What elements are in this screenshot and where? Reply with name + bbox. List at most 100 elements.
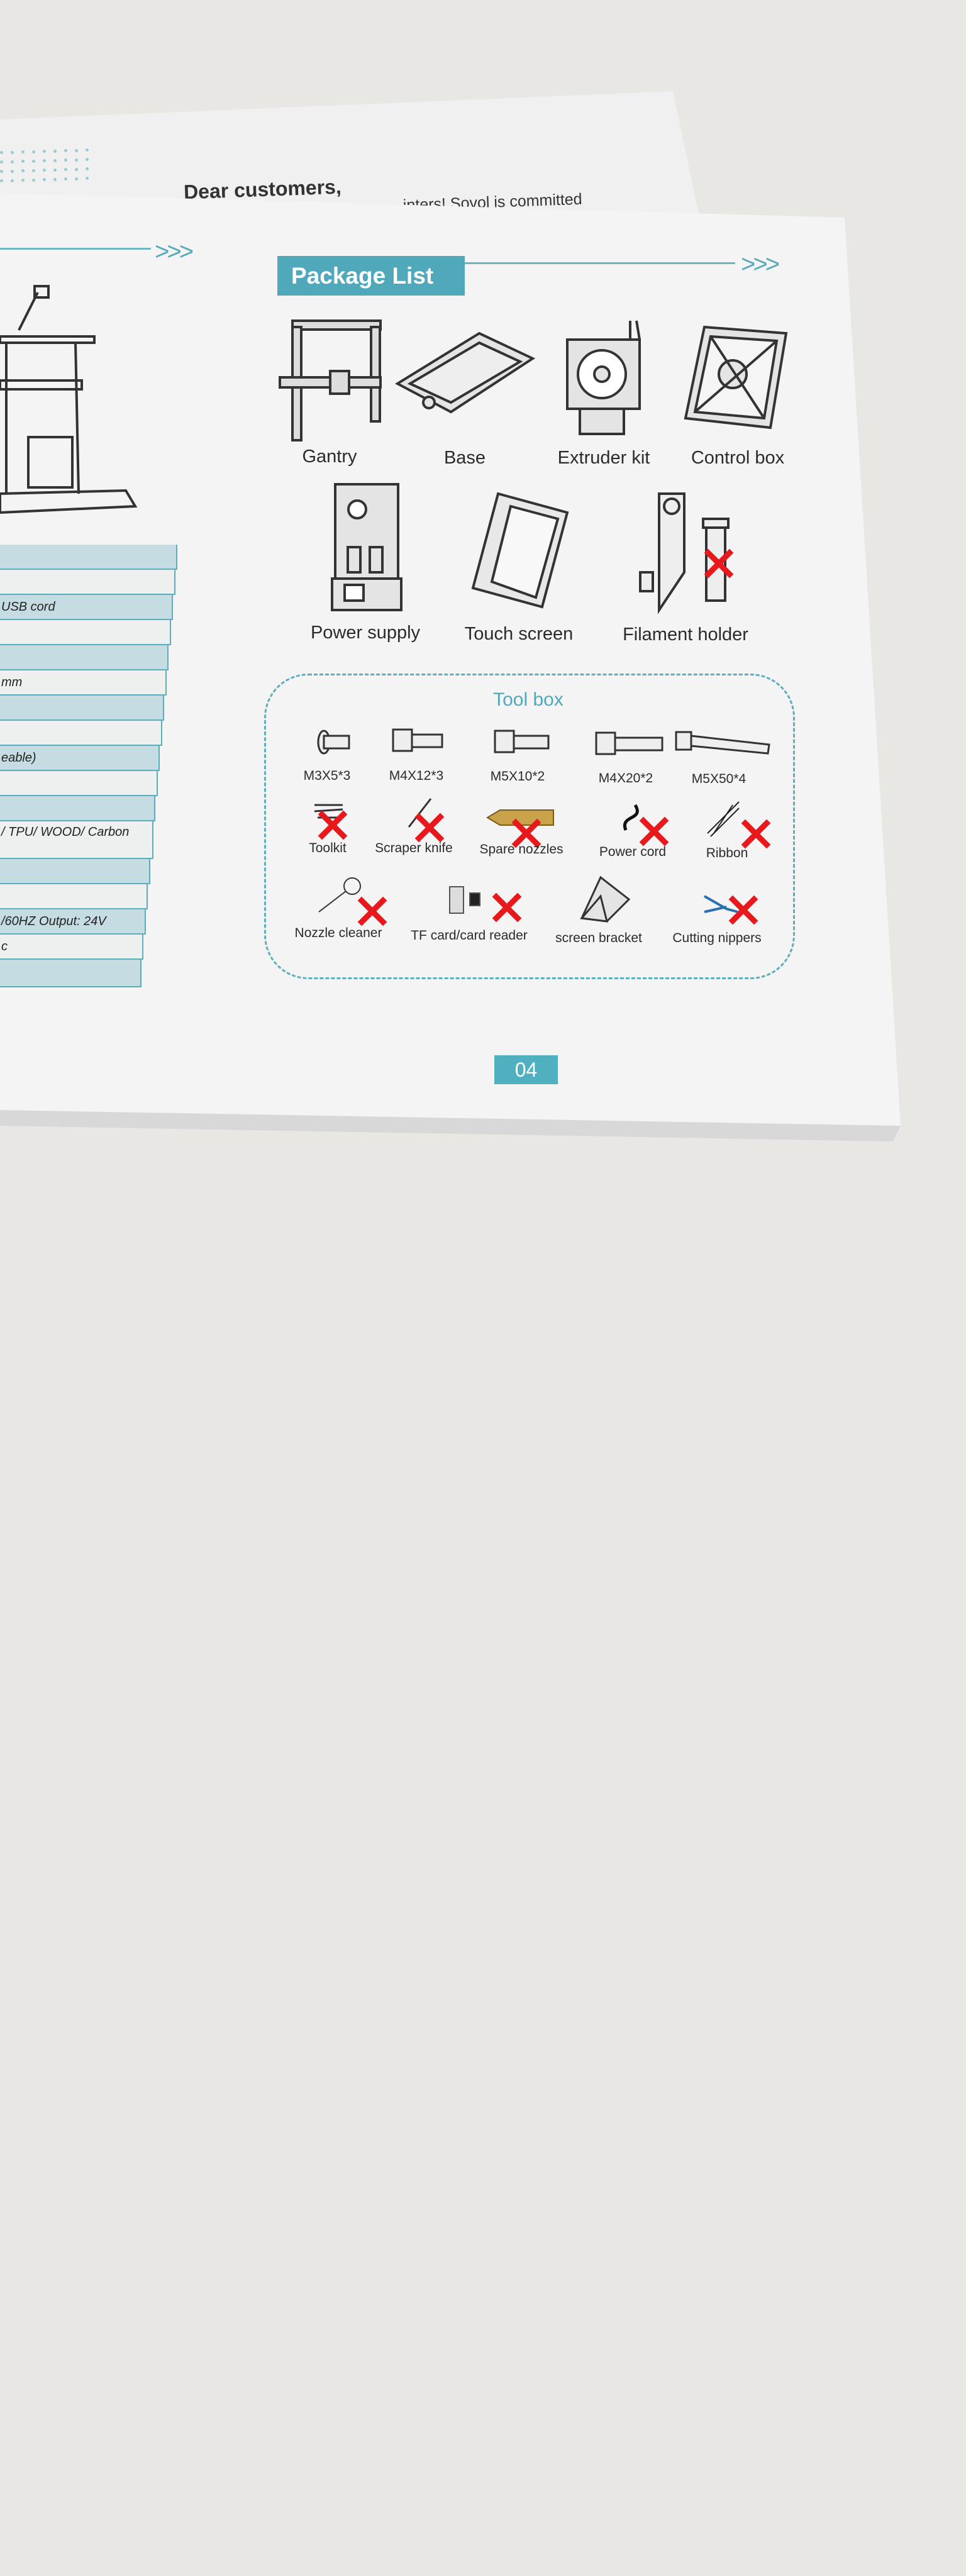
power-supply-icon (331, 483, 402, 611)
screw-m5x50-icon (675, 731, 770, 755)
screw-m3x5-icon (317, 730, 350, 755)
page-number: 04 (494, 1055, 558, 1084)
cross-mark-icon (414, 813, 445, 843)
cross-mark-icon (728, 895, 758, 925)
dot (64, 149, 67, 152)
screen-bracket-icon (580, 875, 631, 923)
dot (75, 158, 78, 162)
dot (53, 168, 57, 172)
spec-table-row (0, 796, 156, 821)
header-line (465, 262, 735, 264)
dot (21, 179, 25, 182)
spec-table-row (0, 645, 169, 670)
back-page: Dear customers, ...inters! Sovol is comm… (0, 91, 699, 217)
spec-table-row (0, 721, 162, 746)
cross-mark-shape (357, 896, 387, 926)
cross-mark-shape (639, 816, 669, 847)
cross-mark-icon (704, 548, 734, 579)
nozzle-cleaner-icon (318, 877, 361, 913)
header-arrows: >>> (741, 250, 780, 278)
tool-label: Nozzle cleaner (294, 926, 382, 940)
spec-table-row (0, 570, 175, 595)
tool-label: Toolkit (309, 841, 347, 855)
filament-holder-icon (639, 492, 686, 614)
left-header-line (0, 248, 151, 250)
tool-label: Power cord (599, 845, 667, 859)
dot (32, 169, 35, 172)
cross-mark-shape (318, 810, 348, 840)
dot (75, 167, 78, 171)
scraper-knife-icon (408, 798, 432, 828)
dot (0, 160, 3, 164)
dot (0, 151, 3, 154)
dot (43, 178, 46, 181)
spec-table-row: USB cord (0, 595, 174, 620)
dot (53, 149, 57, 153)
dot (32, 178, 35, 182)
screw-m4x12-icon (392, 728, 443, 752)
dot (0, 170, 3, 173)
cross-mark-shape (414, 813, 445, 843)
dot (11, 160, 14, 164)
dot (43, 159, 46, 162)
dot (64, 177, 67, 180)
cross-mark-shape (741, 819, 771, 849)
dot (21, 160, 25, 163)
dot (43, 169, 46, 172)
power-cord-icon (623, 804, 639, 831)
spec-table-row: eable) (0, 746, 160, 771)
control-box-icon (684, 325, 788, 430)
cross-mark-shape (728, 895, 758, 925)
cross-mark-icon (741, 819, 771, 849)
cross-mark-icon (357, 896, 387, 926)
tool-label: Ribbon (706, 846, 748, 860)
spec-table-row (0, 960, 142, 987)
dot (11, 150, 14, 154)
cross-mark-shape (492, 892, 522, 923)
screw-label: M4X20*2 (598, 771, 653, 786)
tf-card-icon (449, 886, 480, 914)
base-icon (394, 331, 536, 414)
dot (86, 167, 89, 170)
tool-box-title: Tool box (493, 689, 564, 710)
cross-mark-icon (511, 818, 541, 848)
tool-label: TF card/card reader (411, 928, 528, 943)
screw-label: M5X10*2 (490, 769, 545, 784)
dot (86, 148, 89, 152)
item-label-filament-holder: Filament holder (623, 625, 748, 645)
front-page-sheet (0, 193, 901, 1141)
dot (21, 150, 25, 153)
spec-table-row (0, 859, 150, 884)
dot (75, 177, 78, 180)
cross-mark-icon (318, 810, 348, 840)
spec-table-row (0, 771, 158, 796)
spec-table-row: / TPU/ WOOD/ Carbon (0, 821, 153, 859)
cross-mark-icon (639, 816, 669, 847)
dot (43, 150, 46, 153)
spec-table-row: c (0, 935, 144, 960)
tool-label: Cutting nippers (672, 931, 762, 945)
dot (86, 177, 89, 180)
spec-table-row (0, 696, 165, 721)
dot (75, 148, 78, 152)
screw-label: M4X12*3 (389, 769, 444, 783)
dot (53, 177, 57, 181)
package-list-title: Package List (277, 256, 465, 296)
extruder-icon (566, 320, 641, 435)
cross-mark-shape (704, 548, 734, 579)
screw-m4x20-icon (595, 731, 663, 755)
tool-box-panel (264, 674, 795, 979)
spec-table-row (0, 884, 148, 909)
dot (11, 179, 14, 182)
cross-mark-shape (511, 818, 541, 848)
screw-label: M3X5*3 (303, 769, 351, 783)
spec-table-row (0, 620, 171, 645)
dot (21, 169, 25, 172)
dot (11, 169, 14, 173)
tool-label: Spare nozzles (479, 842, 564, 857)
dot (53, 158, 57, 162)
tool-label: screen bracket (555, 931, 642, 945)
touch-screen-icon (471, 492, 569, 609)
dot (32, 150, 35, 153)
